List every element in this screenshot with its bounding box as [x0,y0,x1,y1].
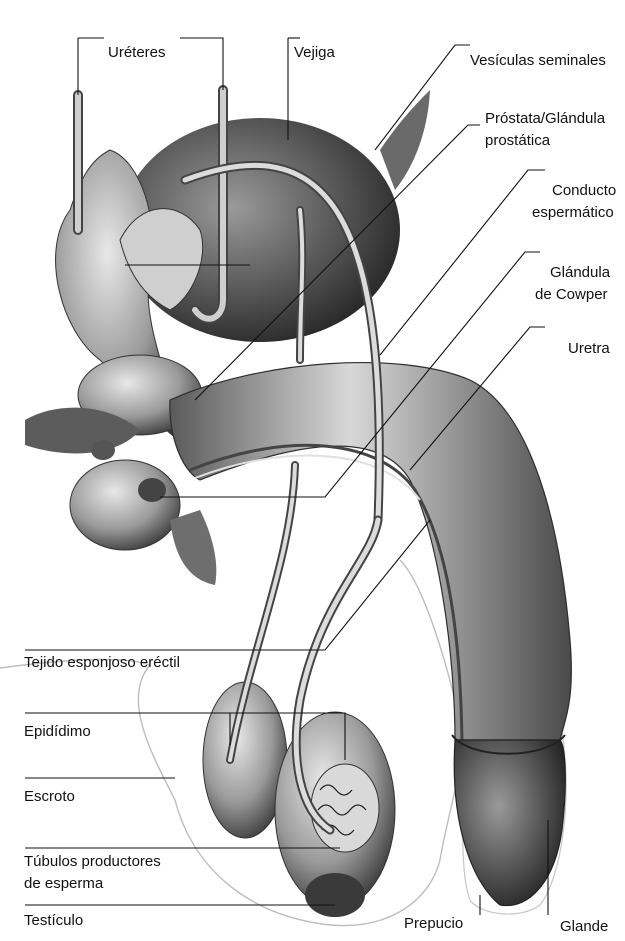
label-tejido-esponjoso: Tejido esponjoso eréctil [24,654,180,672]
label-prostata-line2: prostática [485,132,550,150]
label-cowper-line1: Glándula [550,264,610,282]
label-ureteres: Uréteres [108,44,166,62]
cowper-gland-shape [138,478,166,502]
small-gland-shape [91,440,115,460]
glans-shape [454,740,565,906]
bladder-top [380,90,430,190]
crus-shape [170,510,216,585]
label-prepucio: Prepucio [404,915,463,933]
label-conducto-line1: Conducto [552,182,616,200]
testis-section [311,764,379,852]
label-uretra: Uretra [568,340,610,358]
label-prostata-line1: Próstata/Glándula [485,110,605,128]
label-tubulos-line1: Túbulos productores [24,853,161,871]
label-epididimo: Epidídimo [24,723,91,741]
label-glande: Glande [560,918,608,936]
label-vejiga: Vejiga [294,44,335,62]
label-escroto: Escroto [24,788,75,806]
label-vesiculas-seminales: Vesículas seminales [470,52,606,70]
label-cowper-line2: de Cowper [535,286,608,304]
label-conducto-line2: espermático [532,204,614,222]
bulb-shape [70,460,180,550]
testis-bottom [305,873,365,917]
label-testiculo: Testículo [24,912,83,930]
label-tubulos-line2: de esperma [24,875,103,893]
